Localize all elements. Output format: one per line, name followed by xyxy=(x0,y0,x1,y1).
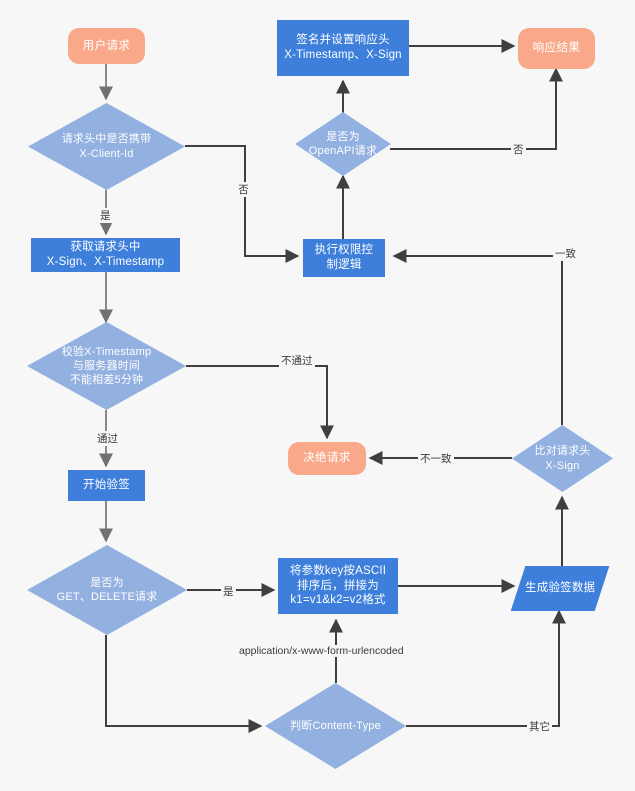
node-has-client-id[interactable]: 请求头中是否携带 X-Client-Id xyxy=(28,103,185,190)
edge-label-client-id-yes: 是 xyxy=(98,208,113,223)
node-sign-response[interactable]: 签名并设置响应头 X-Timestamp、X-Sign xyxy=(277,20,409,76)
edge-is-openapi-no xyxy=(390,67,563,150)
edge-check-timestamp-fail xyxy=(186,365,334,440)
edge-has-client-id-no xyxy=(185,145,300,263)
node-user-request[interactable]: 用户请求 xyxy=(68,28,145,64)
edge-label-client-id-no: 否 xyxy=(236,182,251,197)
node-gen-sign-data-label: 生成验签数据 xyxy=(524,582,596,595)
node-auth-logic[interactable]: 执行权限控 制逻辑 xyxy=(303,239,385,277)
node-check-timestamp[interactable]: 校验X-Timestamp 与服务器时间 不能相差5分钟 xyxy=(27,322,186,410)
node-is-get-delete[interactable]: 是否为 GET、DELETE请求 xyxy=(27,545,187,635)
node-gen-sign-data[interactable]: 生成验签数据 xyxy=(510,566,610,611)
node-is-openapi[interactable]: 是否为 OpenAPI请求 xyxy=(295,112,391,176)
node-sort-ascii-label: 将参数key按ASCII 排序后，拼接为 k1=v1&k2=v2格式 xyxy=(289,564,387,607)
node-compare-sign[interactable]: 比对请求头 X-Sign xyxy=(512,425,613,492)
node-response-result[interactable]: 响应结果 xyxy=(518,28,595,69)
node-content-type-label: 判断Content-Type xyxy=(290,719,381,732)
node-start-verify[interactable]: 开始验签 xyxy=(68,470,145,501)
node-user-request-label: 用户请求 xyxy=(82,39,131,52)
node-auth-logic-label: 执行权限控 制逻辑 xyxy=(314,244,374,271)
edge-label-timestamp-fail: 不通过 xyxy=(279,353,315,368)
node-is-openapi-label: 是否为 OpenAPI请求 xyxy=(308,130,378,157)
node-reject-request-label: 决绝请求 xyxy=(303,452,351,465)
edge-label-get-delete-yes: 是 xyxy=(221,584,236,599)
node-sign-response-label: 签名并设置响应头 X-Timestamp、X-Sign xyxy=(284,34,402,61)
node-get-headers[interactable]: 获取请求头中 X-Sign、X-Timestamp xyxy=(31,238,180,272)
node-has-client-id-label: 请求头中是否携带 X-Client-Id xyxy=(61,133,152,160)
node-is-get-delete-label: 是否为 GET、DELETE请求 xyxy=(56,576,158,603)
node-get-headers-label: 获取请求头中 X-Sign、X-Timestamp xyxy=(46,241,165,268)
edge-content-type-other xyxy=(406,609,566,727)
edge-label-sign-mismatch: 不一致 xyxy=(418,451,454,466)
edge-label-openapi-no: 否 xyxy=(511,142,526,157)
node-check-timestamp-label: 校验X-Timestamp 与服务器时间 不能相差5分钟 xyxy=(61,345,152,387)
node-reject-request[interactable]: 决绝请求 xyxy=(288,442,366,475)
node-content-type[interactable]: 判断Content-Type xyxy=(265,683,406,769)
node-start-verify-label: 开始验签 xyxy=(83,479,130,492)
edge-label-content-type-other: 其它 xyxy=(527,719,552,734)
edge-label-timestamp-pass: 通过 xyxy=(95,431,120,446)
edge-compare-sign-match xyxy=(392,249,563,425)
edge-label-sign-match: 一致 xyxy=(553,246,578,261)
node-compare-sign-label: 比对请求头 X-Sign xyxy=(534,445,591,472)
node-sort-ascii[interactable]: 将参数key按ASCII 排序后，拼接为 k1=v1&k2=v2格式 xyxy=(278,558,398,614)
edge-label-content-type-urlencoded: application/x-www-form-urlencoded xyxy=(237,645,406,657)
node-response-result-label: 响应结果 xyxy=(532,42,581,55)
